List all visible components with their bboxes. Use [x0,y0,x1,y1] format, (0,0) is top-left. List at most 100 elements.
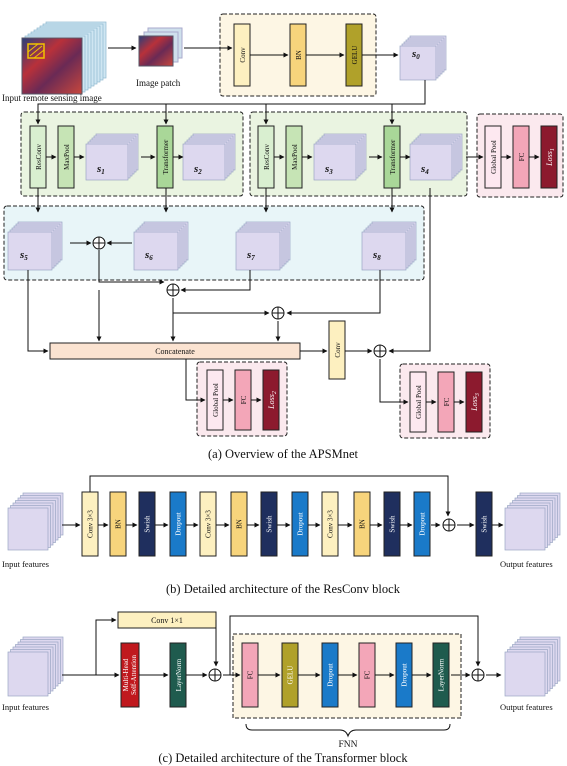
s1-stack [85,133,139,181]
svg-text:Swish: Swish [481,515,489,533]
stage1-resconv: ResConv [29,125,47,189]
fnn-block-1: FC [241,642,259,708]
input-stack-b [7,492,64,551]
output-stack-b [504,492,561,551]
satellite-image [21,37,83,95]
output-stack-c [504,636,561,697]
s8-stack [361,221,417,271]
output-features-label-c: Output features [500,702,553,712]
svg-text:FC: FC [247,670,255,679]
svg-text:Conv 3×3: Conv 3×3 [327,510,335,538]
input-stack-c [7,636,64,697]
resconv-block-5: Conv 3×3 [199,491,217,557]
add-nodes-c [208,668,485,682]
svg-text:Dropout: Dropout [401,663,409,686]
svg-text:Loss1: Loss1 [545,148,556,167]
mhsa-block: Multi-HeadSelf-Attention [120,642,140,708]
resconv-block-1: Conv 3×3 [81,491,99,557]
output-features-label-b: Output features [500,559,553,569]
svg-text:s7: s7 [246,249,255,262]
panel-b-arrows [62,475,504,528]
svg-text:Transformer: Transformer [162,139,170,174]
fnn-block-5: Dropout [395,642,413,708]
resconv-block-9: Conv 3×3 [321,491,339,557]
head3-fc: FC [437,371,455,433]
svg-text:Dropout: Dropout [297,512,305,535]
input-features-label-c: Input features [2,702,49,712]
svg-text:Concatenate: Concatenate [155,347,195,356]
s2-stack [182,133,236,181]
add-node-b [442,518,456,532]
output-features-stack-c [504,636,561,697]
fnn-label: FNN [338,740,357,750]
resconv-block-12: Dropout [413,491,431,557]
head2-globalpool: Global Pool [206,369,224,431]
add-node-1 [92,236,106,250]
svg-text:GELU: GELU [351,46,359,65]
svg-text:Global Pool: Global Pool [212,383,220,417]
svg-text:Multi-HeadSelf-Attention: Multi-HeadSelf-Attention [122,654,138,695]
head3-loss: Loss3 [465,371,483,433]
svg-text:FC: FC [518,152,526,161]
caption-b: (b) Detailed architecture of the ResConv… [166,582,401,596]
fnn-brace [245,723,451,738]
svg-text:Loss3: Loss3 [470,393,481,412]
svg-text:Swish: Swish [266,515,274,533]
resconv-block-10: BN [353,491,371,557]
add-nodes [92,236,387,358]
fnn-block-4: FC [358,642,376,708]
resconv-final-swish: Swish [475,491,493,557]
s3-stack [313,133,367,181]
s6-stack [133,221,189,271]
patch-hatch [27,43,45,59]
head1-fc: FC [512,125,530,189]
stem-bn-block: BN [289,23,307,87]
head1-loss: Loss1 [540,125,558,189]
resconv-block-2: BN [109,491,127,557]
fnn-block-2: GELU [281,642,299,708]
svg-text:BN: BN [359,519,367,529]
svg-text:s5: s5 [19,249,28,262]
svg-text:ResConv: ResConv [263,144,271,170]
svg-text:FC: FC [240,395,248,404]
concatenate-block: Concatenate [49,342,301,360]
stage2-maxpool: MaxPool [285,125,303,189]
image-patch-label: Image patch [136,78,181,88]
svg-text:s6: s6 [144,249,153,262]
svg-text:s2: s2 [193,163,202,176]
caption-c: (c) Detailed architecture of the Transfo… [158,751,408,765]
input-features-label-b: Input features [2,559,49,569]
svg-text:MaxPool: MaxPool [63,144,71,170]
output-features-stack-b [504,492,561,551]
add-node-2 [166,283,180,297]
svg-text:s1: s1 [96,163,105,176]
resconv-block-6: BN [230,491,248,557]
head1-globalpool: Global Pool [484,125,502,189]
panel-c-arrows [62,615,502,678]
add-node-3 [271,306,285,320]
svg-text:MaxPool: MaxPool [291,144,299,170]
panel-a: Input remote sensing image Image patch C… [2,13,564,461]
svg-text:Conv 1×1: Conv 1×1 [151,616,183,625]
svg-text:ResConv: ResConv [35,144,43,170]
patch-highlight [27,43,45,59]
head3-globalpool: Global Pool [409,371,427,433]
input-image-label: Input remote sensing image [2,93,102,103]
conv1x1-block: Conv 1×1 [117,611,217,629]
add-node-4 [373,344,387,358]
stage2-transformer: Transformer [383,125,401,189]
resconv-blocks: Conv 3×3 BN Swish Dropout Conv 3×3 BN Swish Dro… [81,491,493,557]
resconv-block-11: Swish [383,491,401,557]
svg-text:Loss2: Loss2 [267,391,278,410]
stage1-transformer: Transformer [156,125,174,189]
svg-text:Dropout: Dropout [327,663,335,686]
svg-text:Dropout: Dropout [175,512,183,535]
svg-text:GELU: GELU [287,666,295,685]
svg-text:Global Pool: Global Pool [415,385,423,419]
stem-gelu-block: GELU [345,23,363,87]
input-image-stack [21,21,107,95]
svg-text:BN: BN [295,50,303,60]
svg-text:Swish: Swish [144,515,152,533]
